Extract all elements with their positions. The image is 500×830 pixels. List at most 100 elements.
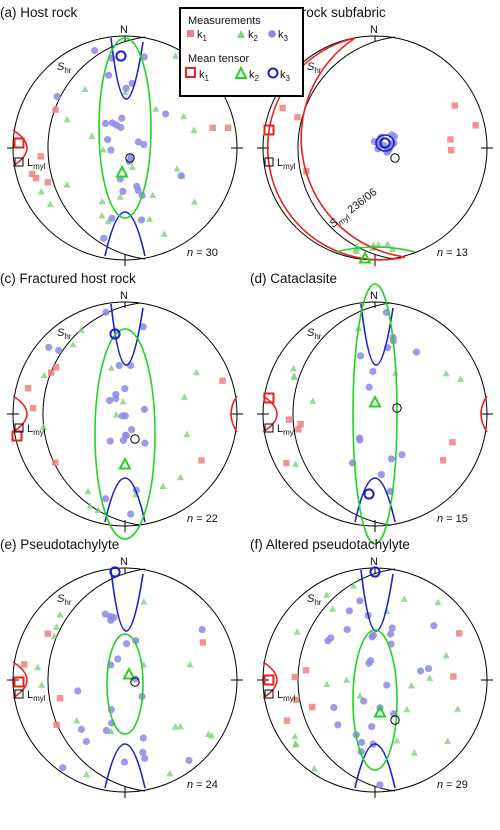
north-label-part: N [120,24,128,36]
k1-confidence-region [12,661,28,699]
k1-measurement [29,404,37,412]
k1-measurement [283,459,290,467]
k3-measurement [141,439,149,447]
k1-measurement [44,630,51,637]
k3-measurement [122,432,130,440]
panel-title-c: (c) Fractured host rock [0,271,136,286]
legend-k2-label: k2 [248,29,259,43]
shr-label: Shr [307,327,322,341]
k3-measurement [369,631,378,639]
k2-measurement [375,241,383,248]
k2-measurement [159,482,167,490]
shr-label-part: hr [64,598,71,607]
k1-measurement [198,457,205,464]
shr-label-part: S [57,61,65,73]
shr-pole-marker [392,403,402,413]
k2-measurement [69,340,77,348]
k3-measurement [112,394,120,403]
k1-measurement [52,364,60,371]
k2-mean [373,704,387,718]
k2-measurement [73,716,81,724]
k3-measurement [355,434,364,442]
lmyl-label-part: L [277,157,283,169]
k3-measurement [365,659,373,667]
k1-measurement [37,153,44,160]
shr-label: Shr [307,61,322,75]
k2-measurement [192,368,200,376]
k2-measurement [190,126,198,134]
k3-measurement [101,610,110,618]
k3-measurement [356,597,364,605]
k2-mean [368,394,382,408]
k2-measurement [323,591,331,598]
shr-plane [292,302,391,526]
k2-measurement [407,682,415,689]
k2-measurement [81,85,89,92]
k3-measurement [383,681,391,689]
lmyl-label-part: L [277,689,283,701]
k2-measurement [442,369,450,377]
k1-measurement [32,175,40,182]
shr-label: Shr [57,327,72,341]
k2-measurement [400,595,408,602]
lmyl-label-part: myl [33,428,46,437]
k3-measurement [140,405,148,413]
k1-measurement [209,124,216,131]
legend-k3-mean-label: k3 [280,69,291,83]
k2-measurement [292,741,300,748]
shr-label-part: S [57,593,65,605]
k3-measurement [105,396,114,405]
k3-measurement [139,734,147,742]
k3-measurement [132,637,140,645]
legend-k1-label: k1 [197,29,208,43]
k2-measurement [166,769,174,777]
k2-measurement [94,506,102,514]
k1-measurement [309,703,316,711]
k3-mean [369,566,381,578]
shr-label-part: S [307,61,315,73]
k3-measurement [104,136,112,144]
k3-measurement [177,172,185,180]
north-label: N [120,290,128,302]
k1-measurement [283,717,291,724]
k1-measurement [293,696,300,704]
k3-measurement [398,451,406,459]
k3-measurement [334,721,342,729]
k2-mean [358,250,372,264]
north-label: N [120,24,128,36]
primitive-circle [262,301,488,527]
k3-measurement [345,607,353,615]
panel-title-d-part: (d) Cataclasite [250,271,337,286]
north-label: N [370,556,378,568]
smyl-label-part: 236/06 [343,186,379,218]
k3-confidence-band-north [360,303,394,366]
k3-confidence-band-south [104,211,146,257]
legend-mean-tensor-title: Mean tensor [188,53,249,65]
k3-measurement [53,92,61,101]
shr-plane [42,302,141,526]
north-label-part: N [120,290,128,302]
north-label: N [370,24,378,36]
lmyl-label-part: myl [33,162,46,171]
sample-count-d-part: n [437,513,443,525]
legend-k3-mean-circle [267,67,279,79]
k1-measurement [53,721,60,729]
k3-mean [379,137,391,149]
north-label: N [120,556,128,568]
panel-title-d: (d) Cataclasite [250,271,337,286]
k3-measurement [55,346,63,354]
k2-measurement [56,611,64,618]
k2-measurement [77,326,85,333]
k3-confidence-band-north [360,569,394,632]
sample-count-c: n = 22 [187,513,218,525]
k3-measurement [162,110,170,118]
k2-measurement [384,240,392,247]
k3-measurement [100,234,108,242]
lmyl-label: Lmyl [27,689,46,703]
k3-measurement [118,412,126,420]
legend-measurements-title: Measurements [188,15,261,27]
k2-measurement [343,676,351,683]
k3-measurement [343,625,351,634]
lineation-marker [14,423,24,433]
